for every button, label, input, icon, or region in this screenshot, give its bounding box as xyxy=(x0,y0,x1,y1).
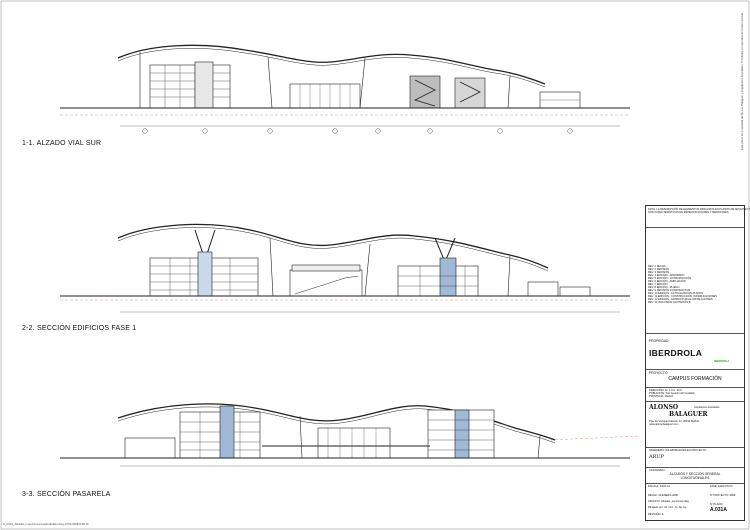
revision-value: A xyxy=(661,513,664,516)
section-2 xyxy=(60,223,630,313)
fecha-label: FECHA: xyxy=(648,494,658,497)
iberdrola-logo-text: IBERDROLA xyxy=(714,360,730,363)
revision-row: REV. 12 EDICIÓN - ESTRUCTURA E INSTALACI… xyxy=(648,298,713,301)
revision-row: REV. 13 INCLUSIÓN ACOTACIÓN B xyxy=(648,301,691,304)
num-proyecto-label: Nº PROYECTO: xyxy=(710,494,729,497)
fase-value: EJECUTIVO xyxy=(718,485,733,488)
direccion-value: Av. 1 Km. 33,5 xyxy=(664,389,682,392)
escala-label: ESCALA: xyxy=(648,485,659,488)
proyecto-name: CAMPUS FORMACIÓN xyxy=(668,376,722,382)
ingenieria-heading: INGENIERÍA COLABORADORA EN PROYECTO: xyxy=(649,449,707,452)
note-line: NOTA: LA DESCRIPCIÓN DE ELEMENTOS INDICA… xyxy=(648,208,750,211)
provincia-label: PROVINCIA: xyxy=(649,395,664,398)
file-footer: A_031A_Alzados y secciones longitudinale… xyxy=(3,522,89,526)
revision-row: REV. 7 EDICIÓN xyxy=(648,283,668,286)
section-3 xyxy=(60,403,641,467)
dibujado-value: Dibujado por: Inf. Cen. Jp. Sk. Ap xyxy=(648,506,687,509)
revision-row: REV. 2 REVISIÓN xyxy=(648,268,670,271)
contenido-heading: CONTENIDO: xyxy=(649,469,666,472)
direccion-label: DIRECCIÓN: xyxy=(649,389,665,392)
provincia-value: Madrid xyxy=(664,395,673,398)
revision-row: REV. 3 REVISIÓN xyxy=(648,271,670,274)
revision-row: REV. 5 EDICIÓN - CONSTRUCCIÓN xyxy=(648,277,691,280)
archivo-label: ARCHIVO: xyxy=(648,500,661,503)
propiedad-heading: PROPIEDAD: xyxy=(649,339,670,343)
archivo-value: Alzados_secciones.dwg xyxy=(661,500,689,503)
poblacion-label: POBLACIÓN: xyxy=(649,392,665,395)
location-block: DIRECCIÓN: Av. 1 Km. 33,5 POBLACIÓN: San… xyxy=(646,388,744,402)
drawing-info-grid: ESCALA: 1/400 A1 FASE: EJECUTIVO FECHA: … xyxy=(646,484,744,521)
proyecto-heading: PROYECTO: xyxy=(649,371,669,375)
section-label-3: 3-3. SECCIÓN PASARELA xyxy=(22,491,111,498)
propiedad-block: PROPIEDAD: IBERDROLA IBERDROLA xyxy=(646,338,744,370)
elevation-1 xyxy=(60,44,630,134)
poblacion-value: San Agustín del Guadalix xyxy=(665,392,695,395)
propiedad-name: IBERDROLA xyxy=(649,348,703,358)
revision-row: REV. 4 EDICIÓN - APROBADO xyxy=(648,274,685,277)
section-label-1: 1-1. ALZADO VIAL SUR xyxy=(22,140,102,147)
title-block: NOTA: LA DESCRIPCIÓN DE ELEMENTOS INDICA… xyxy=(645,205,750,521)
vertical-copyright: Este plano es propiedad de Alonso Balagu… xyxy=(740,12,744,150)
fase-label: FASE: xyxy=(710,485,718,488)
architect-name-bottom: BALAGUER xyxy=(669,411,708,418)
revision-label: REVISIÓN: xyxy=(648,513,662,516)
architect-block: ALONSO BALAGUER Arquitectos Asociados Pz… xyxy=(646,402,744,448)
contenido-block: CONTENIDO: ALZADOS Y SECCIÓN GENERAL LON… xyxy=(646,468,744,484)
architect-name-top: ALONSO xyxy=(649,404,679,411)
ingenieria-name: ARUP xyxy=(649,454,664,460)
revision-row: REV. 9 REVISIÓN CONSTRUCTIVA xyxy=(648,289,691,292)
num-proyecto-value: 9999 xyxy=(729,494,736,497)
contenido-line1: ALZADOS Y SECCIÓN GENERAL xyxy=(669,472,721,476)
architect-subtitle: Arquitectos Asociados xyxy=(694,406,720,409)
section-label-2: 2-2. SECCIÓN EDIFICIOS FASE 1 xyxy=(22,325,137,332)
escala-value: 1/400 A1 xyxy=(659,485,670,488)
revision-row: REV. 11 EDICIÓN - CONSTRUCCIÓN / MODIFIC… xyxy=(648,295,718,298)
fecha-value: 10-ENERO-2008 xyxy=(658,494,678,497)
ingenieria-block: INGENIERÍA COLABORADORA EN PROYECTO: ARU… xyxy=(646,448,744,468)
revision-row: REV. 1 FECHA xyxy=(648,265,666,268)
revision-table: REV. 1 FECHA REV. 2 REVISIÓN REV. 3 REVI… xyxy=(646,264,744,334)
architect-contact: www.alonsobalaguer.com xyxy=(649,423,679,426)
note-line: SON CARACTERÍSTICAS DE ESPECIFICACIONES … xyxy=(648,211,729,214)
proyecto-block: PROYECTO: CAMPUS FORMACIÓN xyxy=(646,370,744,388)
plano-value: A.031A xyxy=(710,507,727,513)
revision-row: REV. 10 EDICIÓN - ACTUALIZACIÓN PLANOS xyxy=(648,292,704,295)
architect-address: Pza. de Vázquez Alemán 12, 28012 Madrid xyxy=(649,420,699,423)
contenido-line2: LONGITUDINALES xyxy=(680,476,710,480)
notes-block: NOTA: LA DESCRIPCIÓN DE ELEMENTOS INDICA… xyxy=(646,206,750,228)
revision-row: REV. 8 EDICIÓN - PLIEGO xyxy=(648,286,680,289)
plano-label: Nº PLANO: xyxy=(710,503,724,506)
revision-row: REV. 6 EDICIÓN - AMPLIACIÓN xyxy=(648,280,686,283)
